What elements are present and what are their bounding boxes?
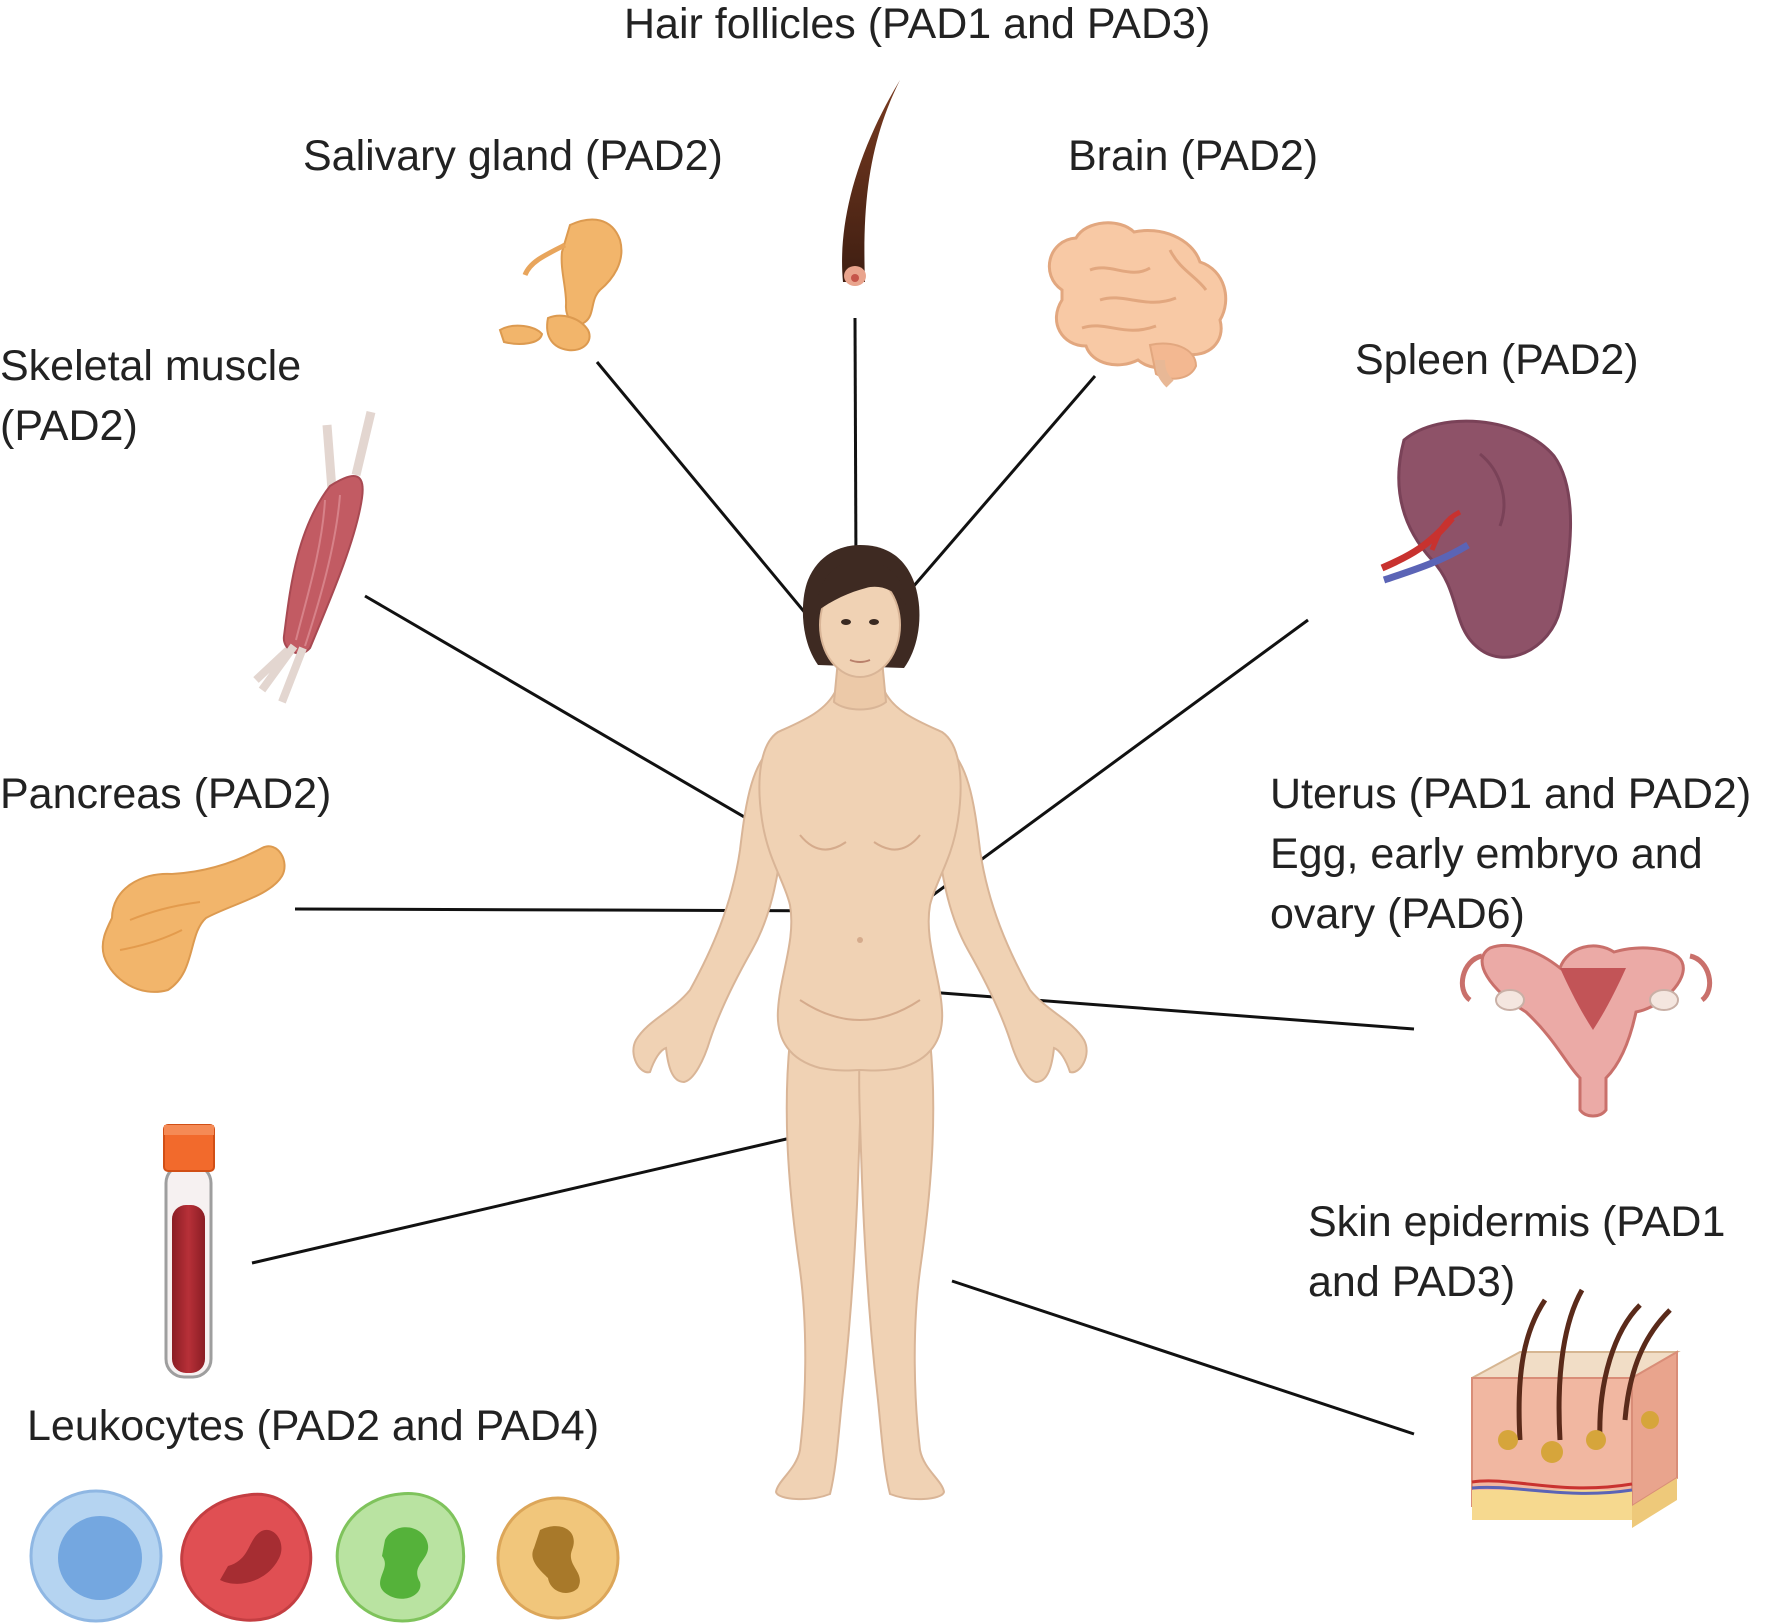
spleen-icon [1380,419,1573,659]
leukocyte-cells [29,1489,620,1623]
neutrophil-icon [335,1492,465,1623]
mouth [849,659,871,663]
salivary-gland-icon [498,218,623,352]
hair-fringe [816,560,906,612]
label-leukocytes: Leukocytes (PAD2 and PAD4) [27,1402,600,1450]
connector-hair [853,317,858,574]
human-body-figure [632,545,1088,1500]
hair-follicle-icon [842,80,900,286]
left-breast-line [799,834,847,851]
label-hair-follicles: Hair follicles (PAD1 and PAD3) [624,0,1211,48]
skin-section-icon [1471,1288,1681,1528]
lymphocyte-icon [29,1489,163,1623]
connector-uterus [875,986,1415,1031]
brain-icon [1047,221,1228,388]
connector-lines [251,317,1415,1436]
uterus-icon [1459,943,1713,1118]
right-leg [858,1038,946,1500]
label-uterus: Uterus (PAD1 and PAD2)Egg, early embryo … [1270,770,1752,938]
label-pancreas: Pancreas (PAD2) [0,770,332,818]
label-skeletal-muscle: Skeletal muscle(PAD2) [0,342,302,450]
connector-blood [251,1135,796,1265]
label-salivary-gland: Salivary gland (PAD2) [303,132,723,180]
navel [857,937,863,943]
connector-pancreas [294,907,873,913]
right-eye [869,619,879,625]
hip-line [799,999,921,1021]
right-breast-line [873,834,921,851]
left-arm [632,740,784,1084]
left-eye [841,619,851,625]
torso [758,689,962,1072]
blood-tube-icon [163,1124,215,1379]
connector-brain [898,375,1097,603]
connector-skin [951,1279,1415,1436]
eosinophil-icon [180,1492,313,1622]
basophil-icon [496,1496,620,1620]
skeletal-muscle-icon [253,410,376,704]
label-brain: Brain (PAD2) [1068,132,1319,180]
left-leg [774,1038,862,1500]
connector-muscle [364,594,771,834]
pancreas-icon [101,845,286,993]
connector-spleen [917,618,1309,908]
right-arm [936,740,1088,1084]
label-spleen: Spleen (PAD2) [1355,336,1639,384]
